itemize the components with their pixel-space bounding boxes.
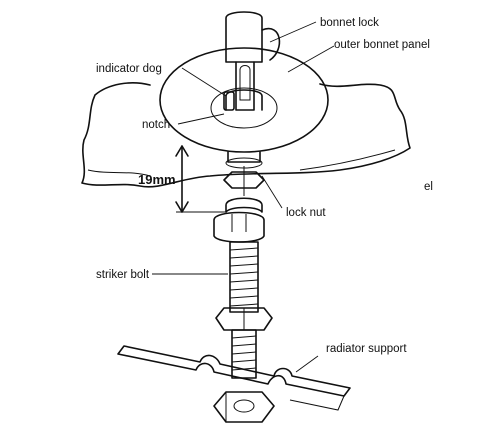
striker-head-slot bbox=[231, 214, 247, 232]
key-cut bbox=[239, 65, 251, 101]
radiator-support bbox=[117, 345, 351, 397]
leader-notch bbox=[177, 113, 225, 125]
leader-bonnet-lock bbox=[269, 21, 317, 43]
label-lock-nut: lock nut bbox=[286, 207, 326, 219]
striker-thread bbox=[229, 247, 259, 307]
striker-thread-lower bbox=[231, 335, 257, 371]
striker-head bbox=[213, 211, 265, 243]
striker-lock-nut bbox=[215, 307, 273, 331]
radiator-support-flange bbox=[117, 345, 345, 411]
dimension-arrow-top bbox=[175, 145, 189, 157]
label-striker-bolt: striker bolt bbox=[96, 269, 150, 281]
key-shoulder bbox=[235, 61, 255, 111]
lock-dish-inner bbox=[210, 87, 278, 129]
leader-radiator-support bbox=[295, 355, 319, 373]
label-dimension: 19mm bbox=[138, 172, 176, 187]
label-radiator-support: radiator support bbox=[326, 343, 407, 355]
indicator-dog bbox=[223, 91, 235, 111]
leader-outer-bonnet-panel bbox=[287, 45, 335, 73]
key-ring bbox=[261, 27, 281, 61]
label-outer-bonnet-panel: outer bonnet panel bbox=[334, 39, 430, 51]
label-fragment: el bbox=[424, 181, 433, 193]
bottom-nut-bore bbox=[233, 399, 255, 413]
striker-clip bbox=[225, 197, 263, 213]
striker-shaft bbox=[229, 241, 259, 313]
label-indicator-dog: indicator dog bbox=[96, 63, 162, 75]
leader-indicator-dog bbox=[181, 67, 227, 97]
label-bonnet-lock: bonnet lock bbox=[320, 17, 379, 29]
bottom-nut bbox=[213, 391, 275, 423]
lock-body-lower bbox=[227, 151, 261, 163]
label-notch: notch bbox=[142, 119, 170, 131]
panel-shading bbox=[87, 149, 396, 177]
lock-cam bbox=[223, 171, 265, 189]
leader-lock-nut bbox=[261, 175, 283, 209]
key-bow bbox=[225, 11, 263, 63]
outer-bonnet-panel-shape bbox=[81, 82, 411, 188]
lock-dish bbox=[159, 47, 329, 153]
